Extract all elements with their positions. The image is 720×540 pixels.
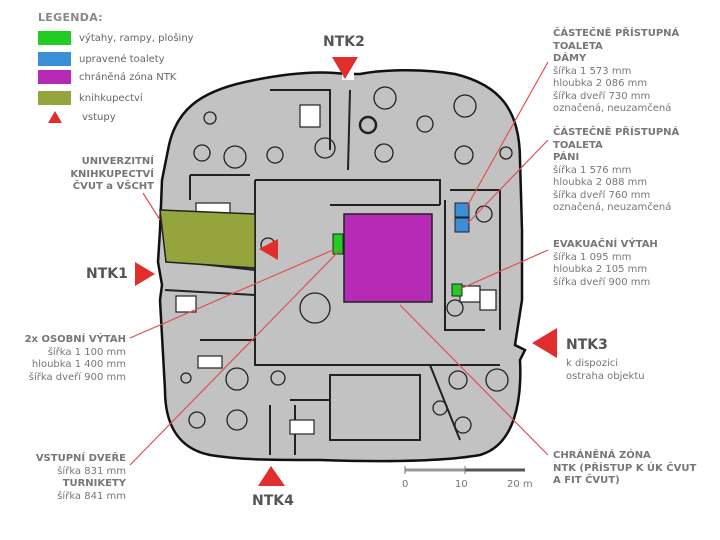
protected-line: A FIT ČVUT)	[553, 475, 620, 486]
legend-label: vstupy	[82, 111, 116, 123]
legend-swatch	[38, 52, 71, 66]
scale-tick: 10	[455, 479, 468, 490]
legend-label: chráněná zóna NTK	[79, 71, 177, 83]
legend-item-protected: chráněná zóna NTK	[38, 70, 176, 84]
bookstore-annotation: UNIVERZITNÍ KNIHKUPECTVÍ ČVUT a VŠCHT	[70, 156, 154, 194]
legend-label: upravené toalety	[79, 53, 165, 65]
toilet-women-line: označená, neuzamčená	[553, 103, 672, 114]
toilet-women-title: ČÁSTEČNĚ PŘÍSTUPNÁ TOALETA	[553, 28, 680, 52]
doors-title: VSTUPNÍ DVEŘE	[35, 453, 126, 464]
legend-swatch	[38, 91, 71, 105]
elevators-title: 2x OSOBNÍ VÝTAH	[24, 334, 126, 345]
ntk3-label: NTK3	[566, 337, 608, 353]
building-outline	[156, 69, 527, 463]
bookstore-line: UNIVERZITNÍ	[81, 156, 154, 167]
elevators-line: šířka dveří 900 mm	[28, 371, 126, 383]
protected-line: NTK (PŘÍSTUP K ÚK ČVUT	[553, 462, 697, 474]
toilet-men-title: PÁNI	[553, 152, 580, 163]
evac-line: šířka dveří 900 mm	[553, 276, 651, 288]
entrance-ntk3	[532, 328, 557, 358]
legend-item-bookstore: knihkupectví	[38, 91, 143, 105]
legend-item-entrances: vstupy	[38, 110, 116, 124]
legend-title: LEGENDA:	[38, 11, 103, 24]
toilet-men-line: hloubka 2 088 mm	[553, 177, 648, 188]
legend-label: výtahy, rampy, plošiny	[79, 32, 194, 44]
toilet-men-line: označená, neuzamčená	[553, 202, 672, 213]
scale-bar	[404, 466, 525, 474]
elevators-line: hloubka 1 400 mm	[31, 359, 126, 370]
toilet-men-annotation: ČÁSTEČNĚ PŘÍSTUPNÁ TOALETA PÁNI šířka 1 …	[553, 127, 720, 215]
entrance-inner	[259, 239, 278, 260]
turnstiles-line: šířka 841 mm	[57, 490, 126, 502]
legend-swatch	[38, 31, 71, 45]
toilet-women-line: šířka 1 573 mm	[553, 65, 632, 77]
elevators-annotation: 2x OSOBNÍ VÝTAH šířka 1 100 mm hloubka 1…	[25, 334, 126, 384]
toilet-men	[454, 217, 470, 233]
bookstore-line: ČVUT a VŠCHT	[72, 181, 154, 192]
legend-item-elevators: výtahy, rampy, plošiny	[38, 31, 194, 45]
protected-zone	[343, 213, 433, 303]
evac-title: EVAKUAČNÍ VÝTAH	[553, 239, 658, 250]
toilet-women-title: DÁMY	[553, 53, 587, 64]
evac-line: hloubka 2 105 mm	[553, 264, 648, 275]
toilet-men-line: šířka dveří 760 mm	[553, 189, 651, 201]
doors-line: šířka 831 mm	[57, 465, 126, 477]
elevators-line: šířka 1 100 mm	[47, 346, 126, 358]
ntk4-label: NTK4	[252, 493, 294, 509]
entrance-ntk2	[332, 57, 358, 79]
protected-annotation: CHRÁNĚNÁ ZÓNA NTK (PŘÍSTUP K ÚK ČVUT A F…	[553, 450, 696, 488]
toilet-men-title: ČÁSTEČNĚ PŘÍSTUPNÁ TOALETA	[553, 127, 680, 151]
ntk2-label: NTK2	[323, 34, 365, 50]
turnstiles-title: TURNIKETY	[62, 478, 126, 489]
doors-annotation: VSTUPNÍ DVEŘE šířka 831 mm TURNIKETY šíř…	[36, 453, 126, 503]
toilet-women	[454, 202, 470, 218]
ntk3-note-line: k dispozici	[566, 358, 619, 369]
toilet-women-annotation: ČÁSTEČNĚ PŘÍSTUPNÁ TOALETA DÁMY šířka 1 …	[553, 28, 720, 116]
entrance-triangle-icon	[48, 111, 62, 123]
legend-swatch	[38, 70, 71, 84]
ntk1-label: NTK1	[86, 266, 128, 282]
legend-label: knihkupectví	[79, 92, 143, 104]
ntk3-note: k dispozici ostraha objektu	[566, 358, 645, 383]
bookstore-zone	[159, 209, 256, 269]
toilet-women-line: šířka dveří 730 mm	[553, 90, 651, 102]
scale-tick: 0	[402, 479, 409, 490]
toilet-men-line: šířka 1 576 mm	[553, 164, 632, 176]
entrance-ntk4	[258, 466, 285, 486]
elevator-evac	[451, 283, 463, 297]
ntk3-note-line: ostraha objektu	[566, 370, 645, 382]
bookstore-line: KNIHKUPECTVÍ	[70, 168, 154, 180]
legend-item-toilets: upravené toalety	[38, 52, 165, 66]
evac-annotation: EVAKUAČNÍ VÝTAH šířka 1 095 mm hloubka 2…	[553, 239, 658, 289]
scale-tick: 20 m	[507, 479, 533, 490]
protected-line: CHRÁNĚNÁ ZÓNA	[553, 450, 651, 461]
evac-line: šířka 1 095 mm	[553, 251, 632, 263]
elevator-main	[332, 233, 344, 255]
toilet-women-line: hloubka 2 086 mm	[553, 78, 648, 89]
entrance-ntk1	[135, 262, 155, 286]
